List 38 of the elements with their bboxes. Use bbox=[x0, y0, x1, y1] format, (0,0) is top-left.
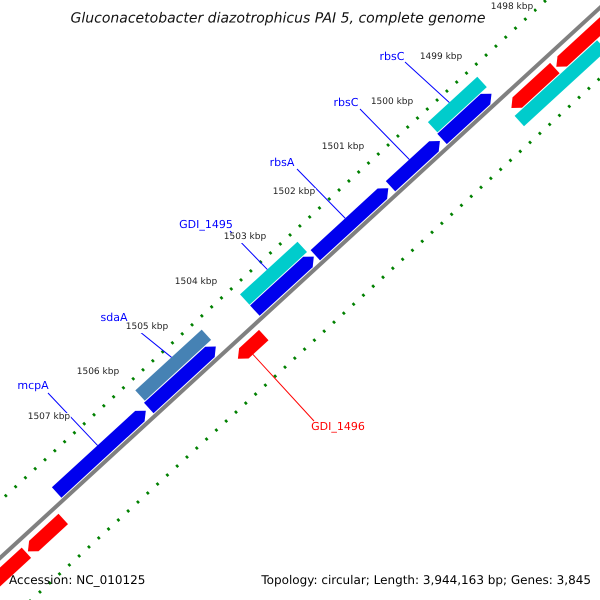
scale-label: 1504 kbp bbox=[174, 278, 218, 288]
gene-block bbox=[428, 76, 487, 132]
gene-block bbox=[28, 514, 68, 552]
gene-block bbox=[386, 141, 440, 192]
gene-label: mcpA bbox=[17, 380, 49, 392]
leader-line bbox=[48, 392, 98, 446]
scale-label: 1503 kbp bbox=[222, 233, 268, 244]
genome-summary-text: Topology: circular; Length: 3,944,163 bp; Genes: 3,845 bbox=[261, 574, 591, 588]
gene-block bbox=[556, 17, 600, 67]
scale-label: 1498 kbp bbox=[490, 3, 534, 13]
gene-block bbox=[437, 94, 492, 144]
gene-block bbox=[240, 242, 307, 305]
gene-label: GDI_1495 bbox=[179, 218, 233, 232]
gene-label: sdaA bbox=[100, 312, 128, 324]
gene-block bbox=[144, 346, 216, 414]
scale-label: 1506 kbp bbox=[76, 368, 120, 378]
gene-block bbox=[514, 40, 600, 126]
scale-label: 1507 kbp bbox=[26, 413, 72, 424]
gene-label: rbsA bbox=[270, 156, 294, 170]
gene-label: GDI_1496 bbox=[311, 420, 365, 434]
gene-block bbox=[238, 330, 268, 359]
scale-label: 1500 kbp bbox=[370, 98, 414, 108]
gene-block bbox=[52, 410, 146, 498]
scale-label: 1499 kbp bbox=[418, 54, 464, 64]
scale-label: 1501 kbp bbox=[320, 143, 366, 154]
leader-line bbox=[296, 168, 346, 219]
gene-block bbox=[511, 62, 560, 108]
gene-block bbox=[135, 330, 212, 401]
scale-label: 1505 kbp bbox=[124, 323, 170, 334]
gene-label: rbsC bbox=[380, 50, 404, 64]
leader-line bbox=[404, 62, 450, 103]
genome-title: Gluconacetobacter diazotrophicus PAI 5, complete genome bbox=[70, 11, 486, 27]
leader-line bbox=[360, 108, 410, 160]
scale-label: 1502 kbp bbox=[272, 188, 316, 198]
leader-line bbox=[252, 354, 314, 422]
accession-text: Accession: NC_010125 bbox=[9, 574, 146, 588]
gene-block bbox=[250, 256, 314, 316]
gene-label: rbsC bbox=[334, 96, 358, 110]
